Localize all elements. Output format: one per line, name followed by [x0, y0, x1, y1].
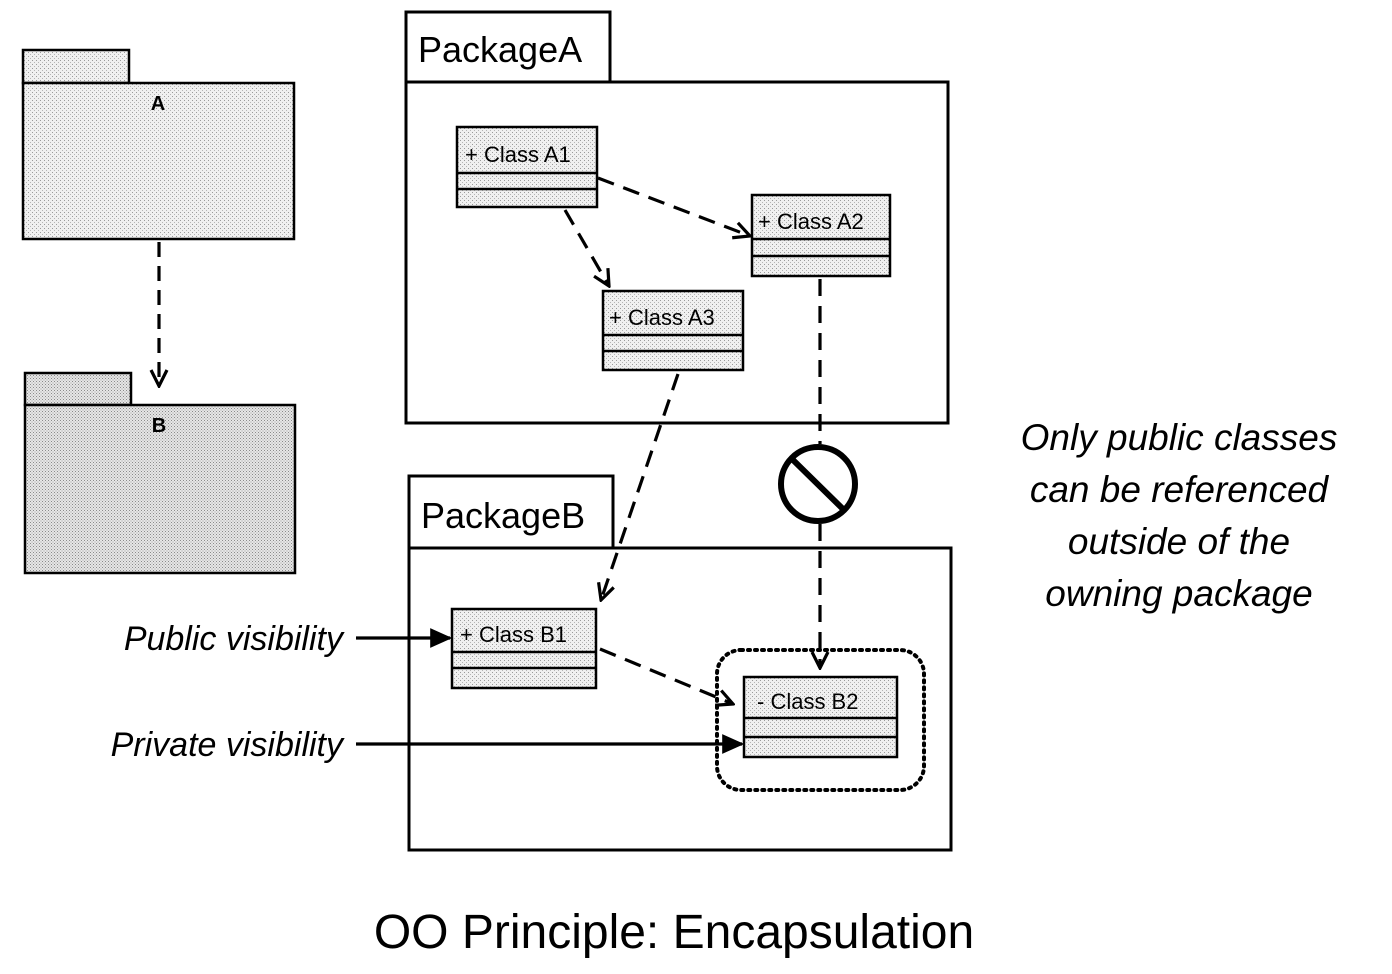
dependency-a1-to-a3-arrow: [563, 209, 609, 286]
package-a-small-label: A: [151, 93, 165, 115]
package-a-title: PackageA: [418, 29, 582, 70]
class-a2-label: + Class A2: [758, 209, 864, 234]
prohibited-icon: [778, 444, 858, 524]
class-a3: + Class A3: [601, 289, 745, 372]
note-line-1: Only public classes: [1021, 417, 1338, 458]
encapsulation-note: Only public classes can be referenced ou…: [1021, 417, 1338, 614]
public-visibility-label: Public visibility: [124, 620, 345, 658]
class-b2-label: - Class B2: [757, 689, 858, 714]
class-a1: + Class A1: [455, 125, 599, 209]
class-a1-label: + Class A1: [465, 142, 571, 167]
package-b-small: B: [23, 371, 297, 575]
package-b-small-label: B: [152, 415, 166, 437]
package-b-title: PackageB: [421, 495, 585, 536]
private-visibility-label: Private visibility: [111, 726, 345, 764]
note-line-4: owning package: [1045, 573, 1312, 614]
package-a-small: A: [21, 48, 296, 241]
class-b1: + Class B1: [450, 607, 598, 690]
dependency-a3-to-b1-arrow: [601, 373, 680, 600]
private-class-highlight: [715, 648, 926, 792]
class-b2: - Class B2: [742, 675, 899, 759]
note-line-3: outside of the: [1068, 521, 1290, 562]
diagram-caption: OO Principle: Encapsulation: [374, 906, 974, 959]
class-a2: + Class A2: [750, 193, 892, 278]
dependency-b1-to-b2-arrow: [599, 647, 733, 704]
note-line-2: can be referenced: [1030, 469, 1330, 510]
class-a3-label: + Class A3: [609, 305, 715, 330]
dependency-a1-to-a2-arrow: [597, 176, 750, 236]
class-b1-label: + Class B1: [460, 622, 567, 647]
